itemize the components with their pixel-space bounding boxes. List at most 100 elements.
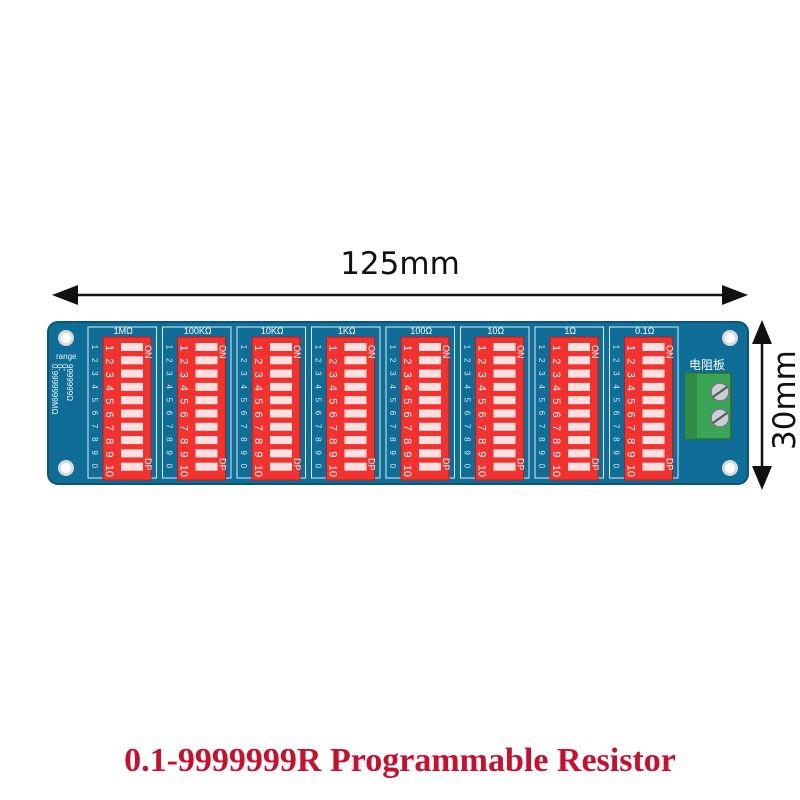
switch-slider[interactable]: [419, 462, 441, 471]
switch-slider[interactable]: [493, 369, 516, 378]
switch-slider[interactable]: [419, 409, 441, 418]
switch-slider[interactable]: [344, 436, 367, 445]
switch-slider[interactable]: [642, 356, 665, 365]
switch-slider[interactable]: [121, 409, 143, 418]
switch-slider[interactable]: [642, 422, 665, 431]
switch-slider[interactable]: [270, 343, 292, 351]
switch-slider[interactable]: [419, 343, 441, 351]
switch-slider[interactable]: [344, 382, 367, 391]
switch-dp-label: DP: [441, 458, 451, 471]
switch-slider[interactable]: [642, 409, 665, 418]
row-number: 9: [612, 450, 621, 455]
switch-slider[interactable]: [344, 409, 367, 418]
row-number: 9: [239, 450, 248, 455]
switch-slider[interactable]: [419, 422, 441, 431]
switch-slider[interactable]: [568, 462, 590, 471]
switch-slider[interactable]: [493, 356, 516, 365]
switch-slider[interactable]: [344, 449, 367, 458]
switch-slider[interactable]: [568, 409, 590, 418]
switch-slider[interactable]: [493, 409, 516, 418]
switch-slider[interactable]: [270, 436, 292, 445]
switch-slider[interactable]: [121, 343, 143, 351]
switch-slider[interactable]: [195, 356, 218, 365]
switch-slider[interactable]: [568, 422, 590, 431]
switch-slider[interactable]: [344, 422, 367, 431]
switch-slider[interactable]: [642, 436, 665, 445]
switch-slider[interactable]: [642, 369, 665, 378]
switch-slider[interactable]: [121, 356, 143, 365]
switch-slider[interactable]: [642, 449, 665, 458]
switch-slider[interactable]: [270, 382, 292, 391]
switch-slider[interactable]: [121, 422, 143, 431]
switch-slider[interactable]: [195, 436, 218, 445]
switch-on-label: ON: [590, 345, 600, 359]
switch-number: 5: [476, 398, 488, 404]
switch-slider[interactable]: [121, 436, 143, 445]
switch-slider[interactable]: [121, 462, 143, 471]
switch-slider[interactable]: [493, 462, 516, 471]
switch-slider[interactable]: [195, 343, 218, 351]
switch-slider[interactable]: [419, 449, 441, 458]
switch-slider[interactable]: [344, 356, 367, 365]
switch-slider[interactable]: [270, 422, 292, 431]
switch-slider[interactable]: [344, 369, 367, 378]
switch-slider[interactable]: [344, 462, 367, 471]
row-number: 1: [314, 345, 323, 350]
switch-slider[interactable]: [195, 462, 218, 471]
switch-slider[interactable]: [121, 396, 143, 405]
switch-slider[interactable]: [195, 369, 218, 378]
switch-slider[interactable]: [568, 343, 590, 351]
switch-slider[interactable]: [195, 422, 218, 431]
switch-slider[interactable]: [493, 436, 516, 445]
row-number: 1: [463, 345, 472, 350]
switch-slider[interactable]: [419, 382, 441, 391]
switch-slider[interactable]: [493, 396, 516, 405]
switch-slider[interactable]: [270, 369, 292, 378]
switch-slider[interactable]: [419, 436, 441, 445]
switch-slider[interactable]: [568, 436, 590, 445]
switch-slider[interactable]: [121, 369, 143, 378]
switch-slider[interactable]: [642, 396, 665, 405]
switch-slider[interactable]: [419, 369, 441, 378]
switch-slider[interactable]: [419, 396, 441, 405]
switch-slider[interactable]: [493, 422, 516, 431]
switch-slider[interactable]: [642, 343, 665, 351]
switch-slider[interactable]: [270, 409, 292, 418]
switch-slider[interactable]: [568, 396, 590, 405]
switch-slider[interactable]: [270, 356, 292, 365]
switch-number: 1: [327, 345, 339, 351]
screw-icon: [710, 382, 730, 402]
switch-slider[interactable]: [568, 449, 590, 458]
switch-slider[interactable]: [344, 396, 367, 405]
switch-slider[interactable]: [344, 343, 367, 351]
switch-slider[interactable]: [270, 396, 292, 405]
switch-slider[interactable]: [195, 382, 218, 391]
switch-slider[interactable]: [493, 382, 516, 391]
switch-slider[interactable]: [121, 449, 143, 458]
switch-slider[interactable]: [493, 343, 516, 351]
switch-slider[interactable]: [642, 462, 665, 471]
switch-slider[interactable]: [419, 356, 441, 365]
switch-slider[interactable]: [195, 449, 218, 458]
switch-slider[interactable]: [121, 382, 143, 391]
switch-slider[interactable]: [568, 369, 590, 378]
row-number: 5: [165, 398, 174, 403]
switch-slider[interactable]: [493, 449, 516, 458]
switch-slider[interactable]: [195, 396, 218, 405]
switch-number: 2: [103, 358, 115, 364]
switch-slider[interactable]: [195, 409, 218, 418]
switch-slider[interactable]: [270, 449, 292, 458]
switch-slider[interactable]: [568, 382, 590, 391]
switch-slider[interactable]: [568, 356, 590, 365]
row-number: 0: [612, 464, 621, 469]
switch-slider[interactable]: [642, 382, 665, 391]
switch-slider[interactable]: [270, 462, 292, 471]
